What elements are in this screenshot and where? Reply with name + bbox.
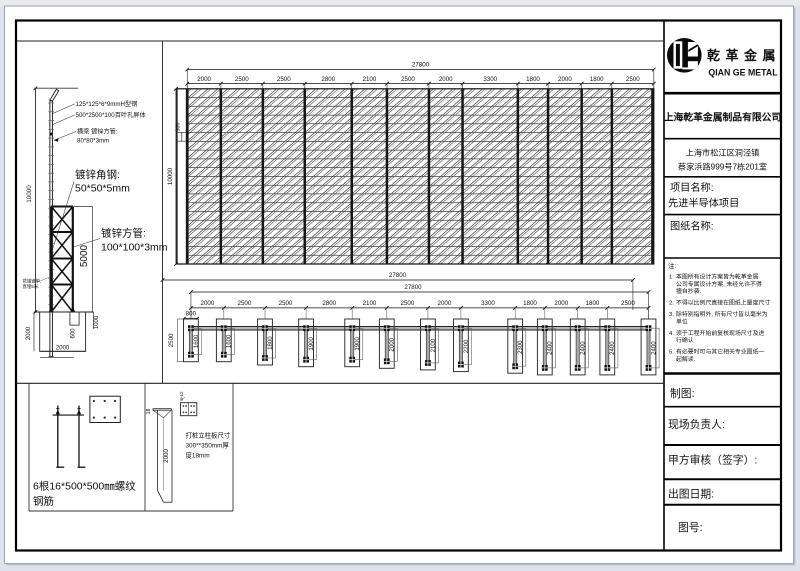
svg-text:100*100*3mm: 100*100*3mm	[101, 242, 168, 254]
svg-text:2000: 2000	[554, 300, 568, 307]
svg-text:注:: 注:	[668, 261, 676, 270]
svg-text:2400: 2400	[609, 341, 616, 355]
svg-text:3300: 3300	[483, 76, 497, 83]
svg-text:有必要时可与其它相关专业图纸一: 有必要时可与其它相关专业图纸一	[676, 348, 764, 356]
svg-text:制图:: 制图:	[670, 387, 695, 400]
svg-text:80*80*3mm: 80*80*3mm	[77, 138, 109, 145]
svg-text:500*2500*100百叶孔屏体: 500*2500*100百叶孔屏体	[76, 111, 147, 119]
svg-text:2400: 2400	[547, 341, 554, 355]
svg-text:8-12: 8-12	[179, 391, 184, 401]
svg-text:2000: 2000	[439, 76, 453, 83]
svg-text:度18mm: 度18mm	[186, 451, 210, 460]
svg-text:6根16*500*500㎜螺纹: 6根16*500*500㎜螺纹	[33, 480, 136, 493]
svg-text:上海乾革金属制品有限公司: 上海乾革金属制品有限公司	[664, 110, 782, 123]
svg-text:3.: 3.	[669, 312, 674, 318]
svg-text:行确认: 行确认	[676, 336, 694, 344]
svg-text:横梁 镀锌方管:: 横梁 镀锌方管:	[77, 128, 118, 136]
svg-text:2500: 2500	[168, 333, 175, 347]
svg-text:先进半导体项目: 先进半导体项目	[668, 197, 739, 210]
svg-text:2500: 2500	[626, 76, 640, 83]
svg-text:125*125*6*9mmH型钢: 125*125*6*9mmH型钢	[76, 100, 138, 108]
svg-text:镀锌角钢:: 镀锌角钢:	[75, 168, 120, 181]
svg-text:花锚链单,: 花锚链单,	[23, 278, 42, 285]
svg-text:3300: 3300	[481, 300, 495, 307]
svg-text:2000: 2000	[26, 326, 32, 340]
svg-text:2500: 2500	[621, 300, 635, 307]
svg-text:50*50*5mm: 50*50*5mm	[75, 183, 130, 195]
svg-text:2500: 2500	[401, 300, 415, 307]
svg-text:2100: 2100	[363, 300, 377, 307]
svg-text:2000: 2000	[201, 300, 215, 307]
svg-text:蔡家浜路999号7栋201室: 蔡家浜路999号7栋201室	[678, 162, 767, 172]
svg-text:公司专属设计方案, 未经允许不得: 公司专属设计方案, 未经允许不得	[676, 280, 762, 288]
svg-text:钢筋: 钢筋	[33, 495, 54, 508]
svg-text:5000: 5000	[79, 244, 90, 267]
svg-text:2500: 2500	[238, 300, 252, 307]
svg-text:2000: 2000	[56, 345, 70, 351]
svg-text:10000: 10000	[26, 185, 33, 203]
svg-text:1600: 1600	[193, 334, 200, 348]
svg-text:27800: 27800	[404, 284, 422, 291]
svg-text:1900: 1900	[308, 337, 315, 351]
svg-text:500: 500	[176, 123, 182, 132]
svg-text:直埋5米.: 直埋5米.	[23, 283, 40, 290]
svg-text:擅自抄袭.: 擅自抄袭.	[676, 287, 702, 295]
svg-text:现场负责人:: 现场负责人:	[668, 417, 725, 431]
svg-text:800: 800	[186, 311, 197, 318]
svg-text:2500: 2500	[401, 76, 415, 83]
svg-text:1800: 1800	[267, 336, 274, 350]
svg-text:27800: 27800	[389, 272, 407, 279]
svg-text:2000: 2000	[558, 76, 572, 83]
svg-text:2100: 2100	[430, 338, 437, 352]
svg-text:2400: 2400	[580, 341, 587, 355]
svg-text:QIAN GE METAL: QIAN GE METAL	[708, 68, 778, 78]
svg-text:2200: 2200	[463, 339, 470, 353]
svg-text:2400: 2400	[650, 341, 657, 355]
svg-text:项目名称:: 项目名称:	[670, 181, 714, 194]
svg-text:除特别指明外, 所有尺寸皆以毫米为: 除特别指明外, 所有尺寸皆以毫米为	[676, 310, 768, 318]
svg-text:2500: 2500	[235, 76, 249, 83]
svg-text:出图日期:: 出图日期:	[668, 487, 714, 501]
svg-text:2500: 2500	[277, 76, 291, 83]
svg-text:2100: 2100	[363, 76, 377, 83]
svg-text:1800: 1800	[526, 76, 540, 83]
svg-text:不得以比例尺直接在图纸上量度尺寸: 不得以比例尺直接在图纸上量度尺寸	[676, 299, 770, 307]
svg-text:起解读.: 起解读.	[676, 355, 696, 363]
svg-text:2500: 2500	[279, 300, 293, 307]
svg-text:1.: 1.	[669, 275, 674, 281]
svg-text:1800: 1800	[523, 300, 537, 307]
svg-text:4.: 4.	[669, 331, 674, 337]
svg-text:甲方审核（签字）:: 甲方审核（签字）:	[668, 453, 757, 467]
svg-text:1000: 1000	[94, 315, 100, 329]
svg-text:本图所有设计方案皆为乾革金属: 本图所有设计方案皆为乾革金属	[676, 273, 759, 281]
svg-text:2000: 2000	[389, 337, 396, 351]
svg-text:图号:: 图号:	[678, 521, 703, 534]
svg-text:18: 18	[146, 409, 152, 415]
svg-text:乾革金属: 乾革金属	[707, 48, 781, 63]
svg-text:2800: 2800	[321, 76, 335, 83]
svg-text:600: 600	[70, 328, 76, 339]
svg-text:2000: 2000	[163, 449, 170, 463]
svg-text:27800: 27800	[412, 62, 430, 69]
svg-text:2800: 2800	[322, 300, 336, 307]
svg-text:1900: 1900	[354, 337, 361, 351]
svg-text:2.: 2.	[669, 301, 674, 307]
svg-text:打桩立柱板尺寸: 打桩立柱板尺寸	[186, 431, 231, 440]
svg-text:镀锌方管:: 镀锌方管:	[101, 227, 146, 240]
svg-text:5.: 5.	[669, 350, 674, 356]
svg-text:1800: 1800	[590, 76, 604, 83]
svg-text:2300: 2300	[517, 340, 524, 354]
svg-text:须于工程开始前复核现场尺寸及进: 须于工程开始前复核现场尺寸及进	[676, 329, 764, 337]
svg-text:图纸名称:: 图纸名称:	[670, 220, 714, 233]
svg-text:2000: 2000	[197, 76, 211, 83]
svg-text:上海市松江区洞泾镇: 上海市松江区洞泾镇	[686, 148, 760, 158]
svg-text:1800: 1800	[586, 300, 600, 307]
svg-text:1600: 1600	[226, 334, 233, 348]
svg-text:单位: 单位	[676, 317, 688, 325]
svg-text:10000: 10000	[167, 167, 174, 185]
svg-text:2000: 2000	[438, 300, 452, 307]
svg-text:300**350mm厚: 300**350mm厚	[186, 442, 230, 450]
